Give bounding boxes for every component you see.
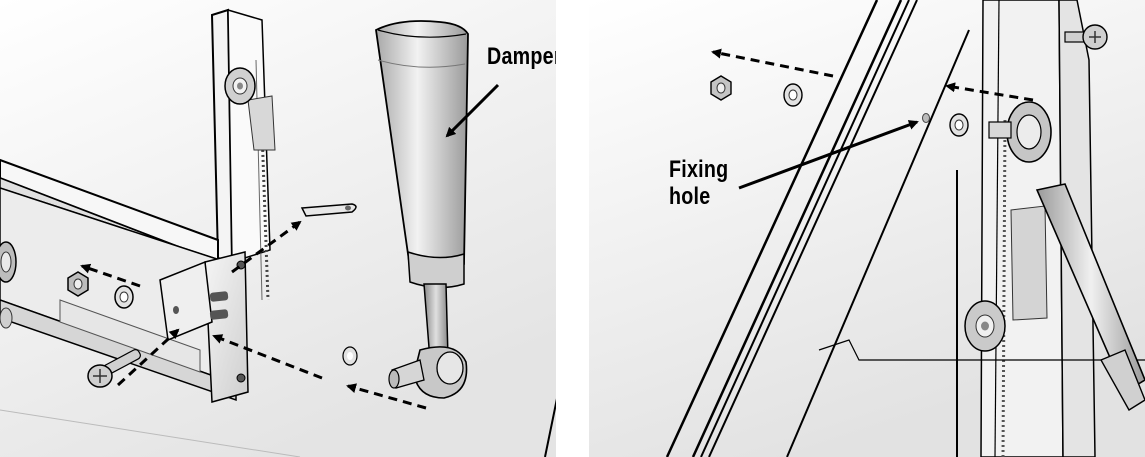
cabinet-outline bbox=[544, 398, 556, 457]
washer bbox=[114, 285, 134, 309]
arrow-nut-out bbox=[711, 48, 834, 78]
fixing-hole-label-line2: hole bbox=[669, 183, 711, 210]
arrow-damper-in bbox=[346, 383, 427, 410]
arrow-screw-in bbox=[116, 328, 180, 387]
damper-end-fitting bbox=[988, 101, 1052, 163]
damper-body bbox=[1035, 183, 1145, 411]
arrow-to-bracket bbox=[212, 334, 323, 380]
assembly-arrows bbox=[711, 48, 1034, 102]
floor-line bbox=[0, 409, 301, 457]
hex-nut bbox=[710, 75, 732, 101]
side-panel-hinge bbox=[980, 0, 1096, 457]
fixing-hole-label-line1: Fixing bbox=[669, 156, 729, 183]
screw bbox=[87, 349, 141, 388]
washer bbox=[783, 83, 803, 107]
loose-washer bbox=[342, 346, 358, 366]
rail-end-details bbox=[0, 241, 17, 329]
damper-leader-arrow bbox=[445, 83, 500, 138]
fixing-hole-drawing bbox=[589, 0, 1145, 457]
damper-assembly-drawing bbox=[0, 0, 556, 457]
damper-label: Damper bbox=[487, 43, 556, 70]
gas-damper bbox=[375, 20, 469, 399]
arrow-nut-out bbox=[80, 263, 141, 288]
upper-knob bbox=[224, 67, 256, 105]
fixing-hole bbox=[922, 113, 930, 123]
diagonal-frame bbox=[665, 0, 1145, 457]
damper-assembly-panel: Damper bbox=[0, 0, 556, 457]
washer-on-panel bbox=[949, 113, 969, 137]
mounting-bracket bbox=[159, 251, 249, 403]
hex-nut bbox=[67, 271, 89, 297]
fixing-hole-leader-arrow bbox=[738, 120, 919, 190]
fixing-hole-panel: Fixing hole bbox=[589, 0, 1145, 457]
rail-pin bbox=[300, 203, 357, 217]
top-screw bbox=[1064, 24, 1108, 50]
lower-knob bbox=[964, 300, 1006, 352]
assembly-arrows bbox=[80, 220, 427, 410]
